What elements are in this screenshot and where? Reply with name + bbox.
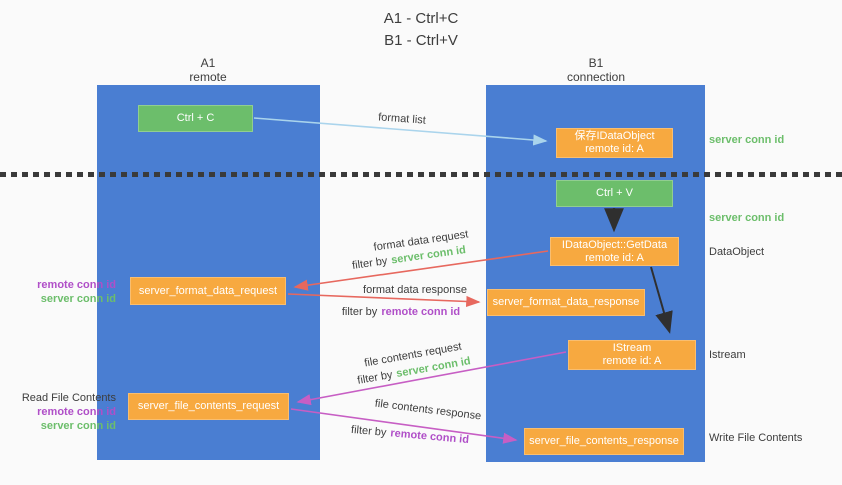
left-conn-id-group-1: remote conn id server conn id xyxy=(8,278,116,306)
label-read-file-contents: Read File Contents xyxy=(21,392,116,404)
node-istream: IStream remote id: A xyxy=(568,340,696,370)
node-istream-line2: remote id: A xyxy=(602,355,662,367)
node-save-idataobject-line1: 保存IDataObject xyxy=(574,130,655,142)
node-file-request-label: server_file_contents_request xyxy=(137,400,280,412)
label-remote-conn-id-left-2: remote conn id xyxy=(37,406,116,418)
lane-b1-subtitle: connection xyxy=(566,70,626,84)
node-ctrl-v: Ctrl + V xyxy=(556,180,673,207)
lane-a1-id: A1 xyxy=(200,56,216,70)
label-server-conn-id-right-mid: server conn id xyxy=(709,212,785,224)
lane-a1-header: A1 remote xyxy=(148,56,268,84)
node-save-idataobject: 保存IDataObject remote id: A xyxy=(556,128,673,158)
label-format-list: format list xyxy=(377,111,427,127)
node-server-format-data-response: server_format_data_response xyxy=(487,289,645,316)
label-file-contents-response: file contents response xyxy=(374,397,482,423)
diagram-title: A1 - Ctrl+C B1 - Ctrl+V xyxy=(0,8,842,52)
node-istream-line1: IStream xyxy=(612,342,652,354)
node-save-idataobject-line2: remote id: A xyxy=(585,143,644,155)
node-idataobject-getdata: IDataObject::GetData remote id: A xyxy=(550,237,679,266)
label-server-conn-id-right-top: server conn id xyxy=(709,134,785,146)
node-getdata-line1: IDataObject::GetData xyxy=(561,238,668,251)
label-server-conn-id-left-1: server conn id xyxy=(40,293,116,305)
node-ctrl-c: Ctrl + C xyxy=(138,105,253,132)
node-server-format-data-request: server_format_data_request xyxy=(130,277,286,305)
lane-a1-subtitle: remote xyxy=(189,70,227,84)
node-format-response-label: server_format_data_response xyxy=(492,296,640,308)
label-istream-right: Istream xyxy=(709,349,746,361)
separator-dashed-line xyxy=(0,172,842,177)
node-file-response-label: server_file_contents_response xyxy=(529,435,679,447)
label-format-data-response: format data response xyxy=(363,284,467,296)
node-format-request-label: server_format_data_request xyxy=(138,284,278,297)
node-server-file-contents-response: server_file_contents_response xyxy=(524,428,684,455)
left-conn-id-group-2: Read File Contents remote conn id server… xyxy=(8,391,116,433)
label-server-conn-id-left-2: server conn id xyxy=(40,420,116,432)
title-line-1: A1 - Ctrl+C xyxy=(383,10,459,27)
label-remote-conn-id-left-1: remote conn id xyxy=(37,279,116,291)
node-getdata-line2: remote id: A xyxy=(585,251,644,264)
lane-b1-id: B1 xyxy=(588,56,604,70)
label-write-file-contents: Write File Contents xyxy=(709,432,803,444)
lane-b1-header: B1 connection xyxy=(536,56,656,84)
node-ctrl-c-label: Ctrl + C xyxy=(176,112,215,124)
node-ctrl-v-label: Ctrl + V xyxy=(596,187,633,199)
title-line-2: B1 - Ctrl+V xyxy=(384,32,458,49)
label-dataobject: DataObject xyxy=(709,246,765,258)
node-server-file-contents-request: server_file_contents_request xyxy=(128,393,289,420)
